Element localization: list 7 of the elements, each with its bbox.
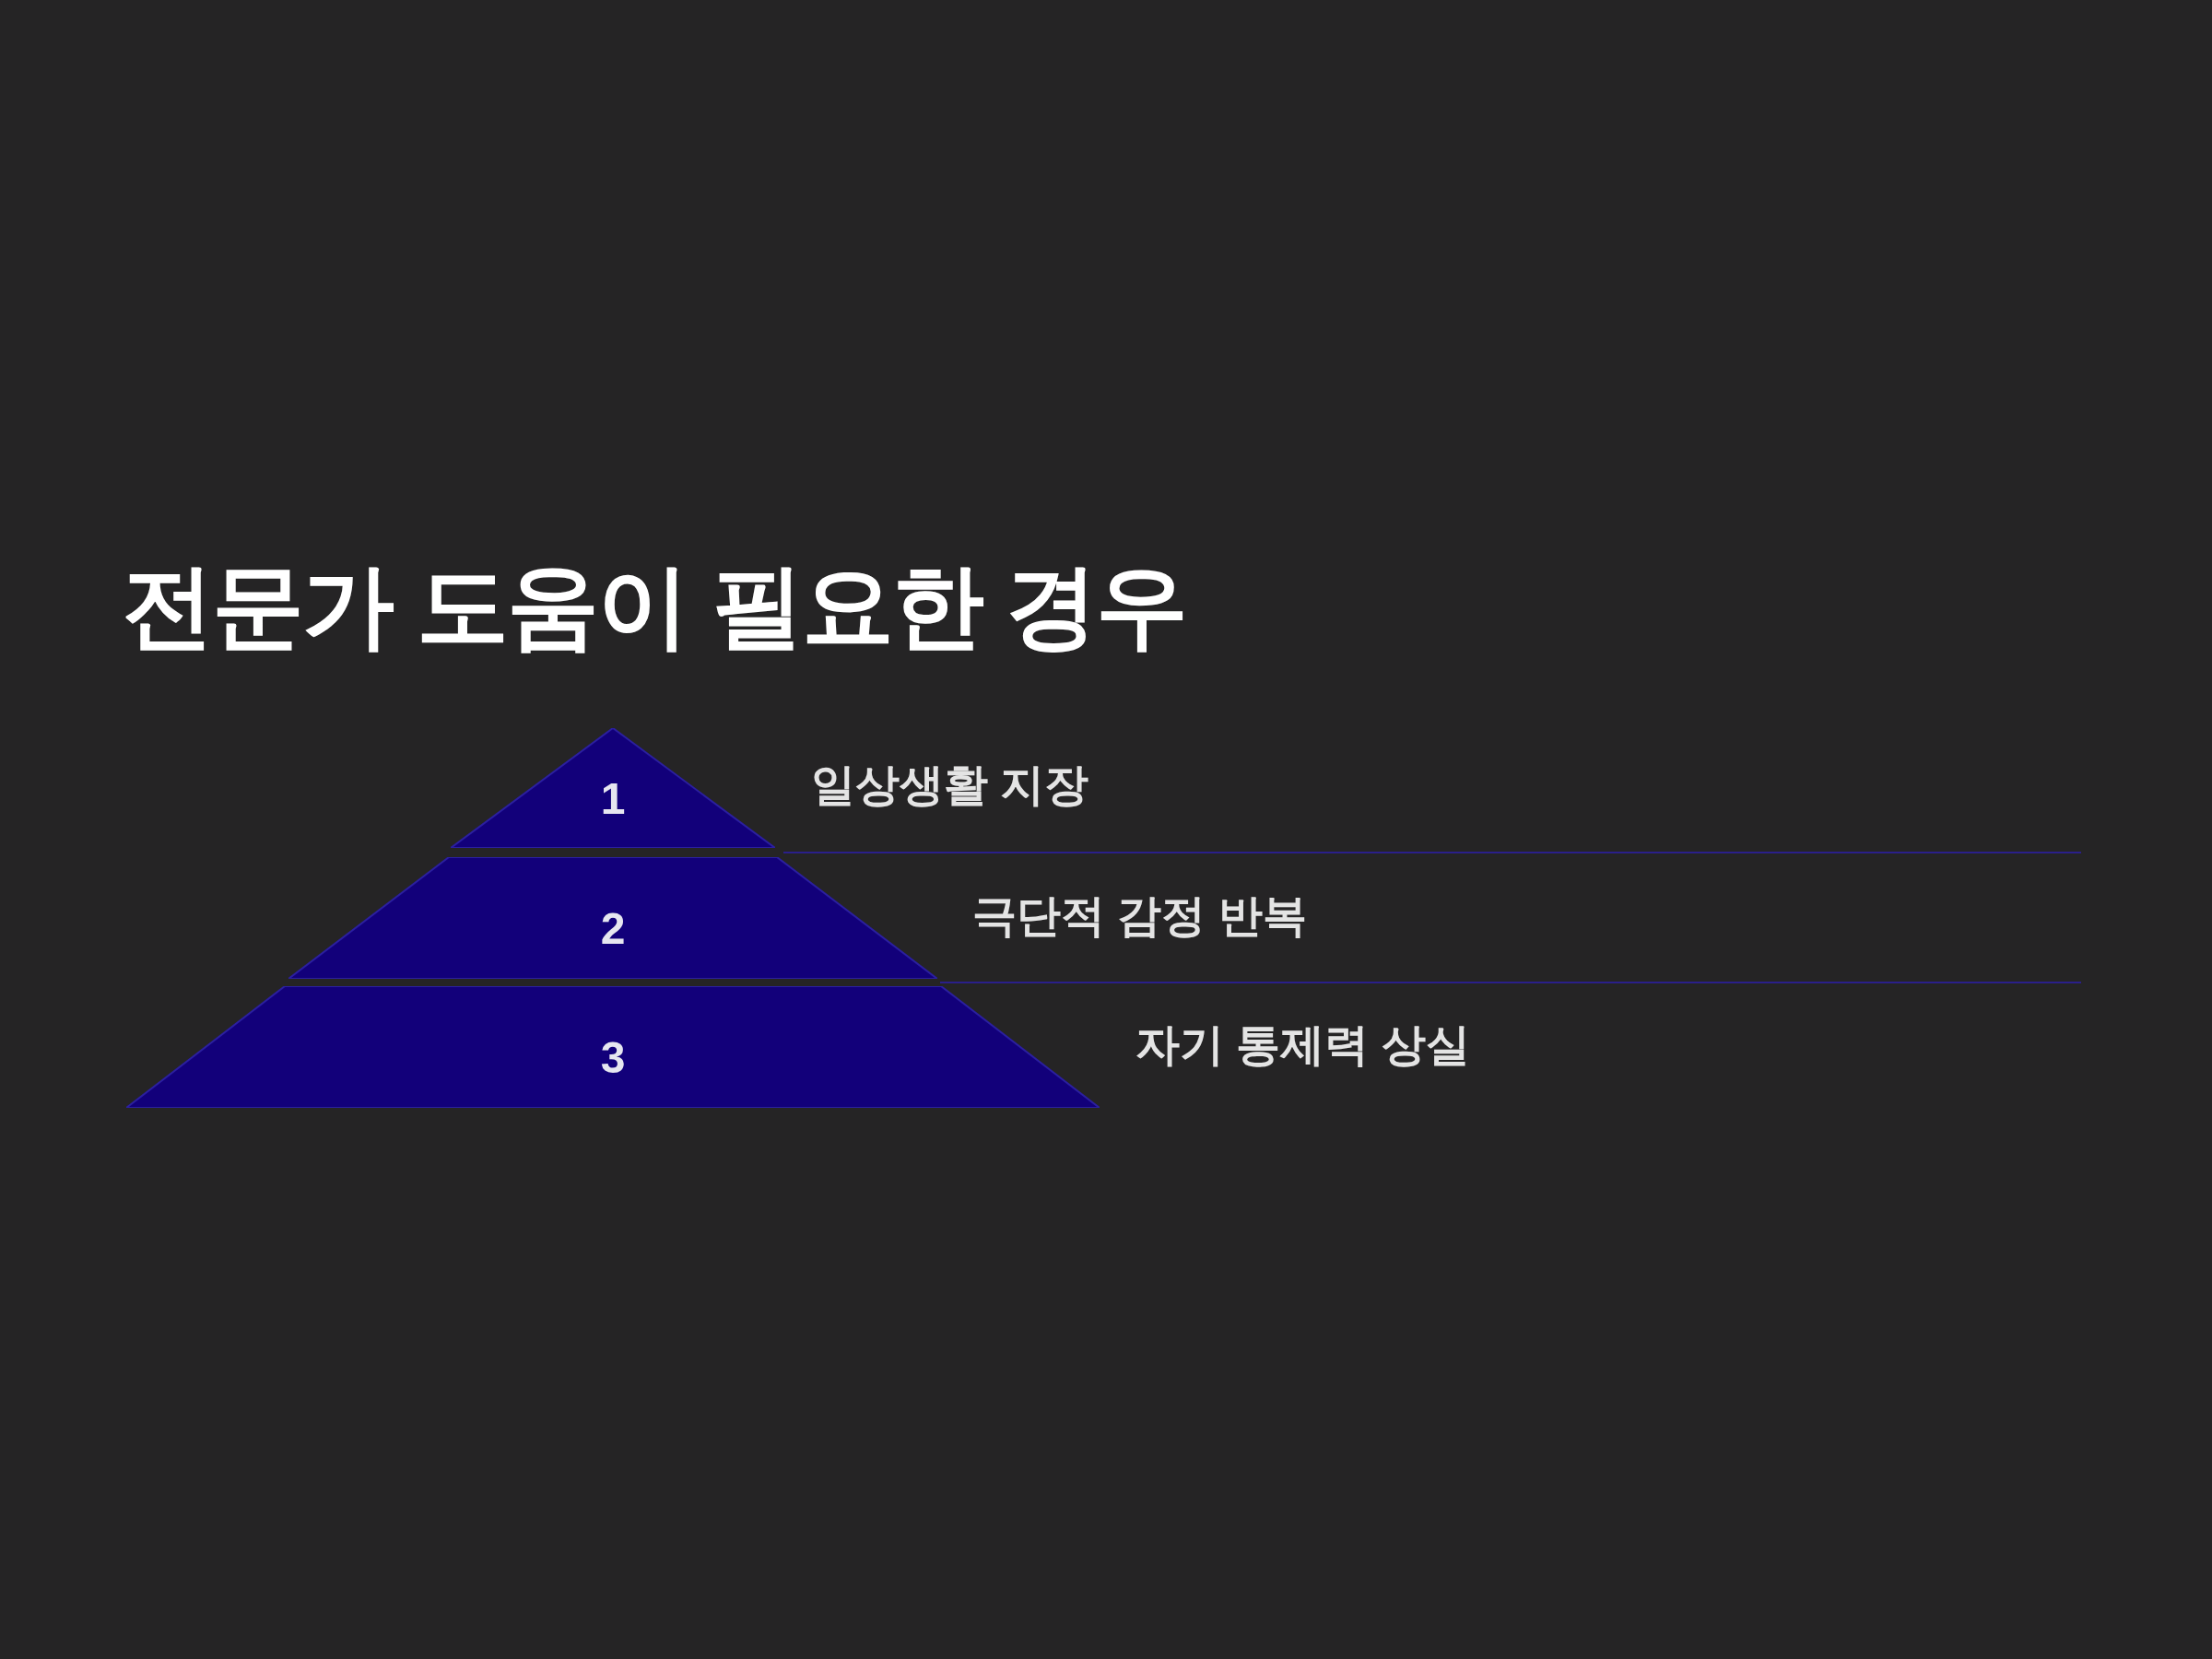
tier-number: 3	[600, 1031, 626, 1083]
tier-label: 일상생활 지장	[811, 759, 1089, 811]
tier-label: 자기 통제력 상실	[1135, 1019, 1470, 1071]
tier-number: 1	[600, 772, 626, 824]
tier-label: 극단적 감정 반복	[972, 890, 1307, 942]
tier-number: 2	[600, 902, 626, 954]
diagram-title: 전문가 도움이 필요한 경우	[122, 553, 1187, 659]
